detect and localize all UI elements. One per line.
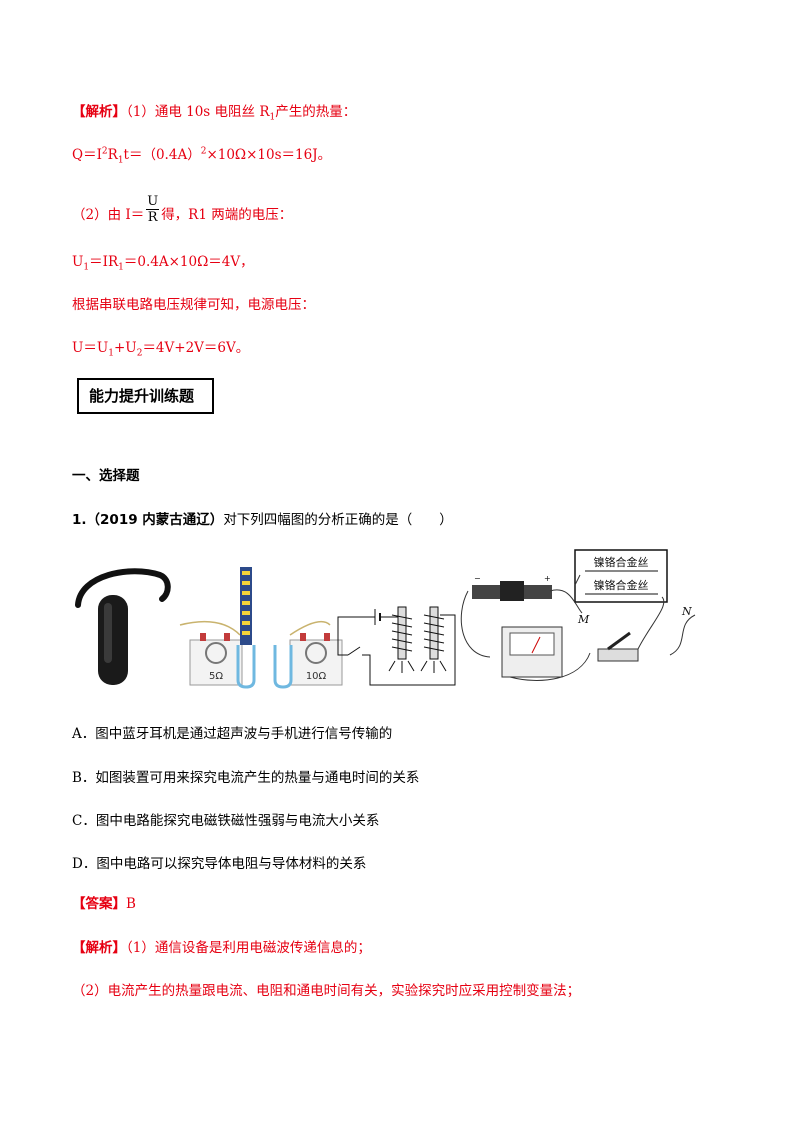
subscript: 1 <box>83 262 90 273</box>
question-source: （2019 内蒙古通辽） <box>86 512 224 528</box>
resistor-5-label: 5Ω <box>209 671 223 682</box>
minus-terminal-icon: − <box>474 574 481 583</box>
subscript: 2 <box>136 348 143 359</box>
wire-label-2: 镍铬合金丝 <box>594 578 649 592</box>
analysis-text: 产生的热量： <box>275 104 357 120</box>
bluetooth-earphone-picture <box>75 568 171 685</box>
analysis-text: 得，R1 两端的电压： <box>161 207 293 223</box>
resistance-circuit-picture: 镍铬合金丝 镍铬合金丝 − + M N <box>460 549 696 681</box>
formula-part: ×10Ω×10s＝16J。 <box>206 147 332 163</box>
answer-value: B <box>126 896 136 912</box>
plus-terminal-icon: + <box>544 574 551 583</box>
formula-part: ＝0.4A×10Ω＝4V， <box>123 254 254 270</box>
section-title-box: 能力提升训练题 <box>77 378 214 414</box>
formula-part: ＝IR <box>89 254 119 270</box>
formula-u1: U1＝IR1＝0.4A×10Ω＝4V， <box>72 250 254 273</box>
question-text: 对下列四幅图的分析正确的是（ ） <box>223 512 453 528</box>
resistor-10-label: 10Ω <box>306 671 327 682</box>
analysis-text: （1）通信设备是利用电磁波传递信息的； <box>126 940 371 956</box>
analysis2-line-1: 【解析】（1）通信设备是利用电磁波传递信息的； <box>72 936 371 956</box>
formula-part: U <box>72 254 84 270</box>
heating-apparatus-picture: 5Ω 10Ω <box>179 567 343 689</box>
analysis-tag: 【解析】 <box>72 104 126 120</box>
formula-part: R <box>107 147 118 163</box>
option-c: C．图中电路能探究电磁铁磁性强弱与电流大小关系 <box>72 813 380 829</box>
point-n-label: N <box>681 605 692 618</box>
question-1: 1.（2019 内蒙古通辽）对下列四幅图的分析正确的是（ ） <box>72 508 453 528</box>
superscript: 2 <box>101 146 108 157</box>
subscript: 1 <box>118 262 124 273</box>
formula-part: ＝4V+2V＝6V。 <box>142 340 250 356</box>
formula-part: t＝（0.4A） <box>123 147 201 163</box>
formula-part: U＝U <box>72 340 109 356</box>
formula-part: +U <box>114 340 137 356</box>
analysis2-line-2: （2）电流产生的热量跟电流、电阻和通电时间有关，实验探究时应采用控制变量法； <box>72 983 581 999</box>
option-d: D．图中电路可以探究导体电阻与导体材料的关系 <box>72 856 367 872</box>
point-m-label: M <box>577 613 590 626</box>
subscript: 1 <box>108 348 114 359</box>
question-figure: 5Ω 10Ω 镍铬合金丝 镍铬合金丝 − <box>75 549 696 689</box>
analysis-tag: 【解析】 <box>72 940 126 956</box>
fraction-denominator: R <box>147 210 158 225</box>
option-a: A．图中蓝牙耳机是通过超声波与手机进行信号传输的 <box>72 726 393 742</box>
formula-part: Q＝I <box>72 147 102 163</box>
subsection-title: 一、选择题 <box>72 468 140 484</box>
superscript: 2 <box>200 146 207 157</box>
fraction-numerator: U <box>146 194 160 210</box>
analysis-line-1: 【解析】（1）通电 10s 电阻丝 R1产生的热量： <box>72 100 356 123</box>
analysis-text: （2）由 I＝ <box>72 207 145 223</box>
question-number: 1. <box>72 512 87 528</box>
formula-u: U＝U1+U2＝4V+2V＝6V。 <box>72 336 249 359</box>
formula-heat: Q＝I2R1t＝（0.4A）2×10Ω×10s＝16J。 <box>72 143 331 166</box>
analysis-line-5: 根据串联电路电压规律可知，电源电压： <box>72 297 315 313</box>
analysis-text: （1）通电 10s 电阻丝 R <box>126 104 270 120</box>
subscript: 1 <box>269 112 276 123</box>
electromagnet-circuit-picture <box>337 606 456 686</box>
answer-tag: 【答案】 <box>72 896 126 912</box>
answer-line: 【答案】B <box>72 892 136 912</box>
wire-label-1: 镍铬合金丝 <box>594 555 649 569</box>
subscript: 1 <box>117 155 124 166</box>
option-b: B．如图装置可用来探究电流产生的热量与通电时间的关系 <box>72 770 420 786</box>
